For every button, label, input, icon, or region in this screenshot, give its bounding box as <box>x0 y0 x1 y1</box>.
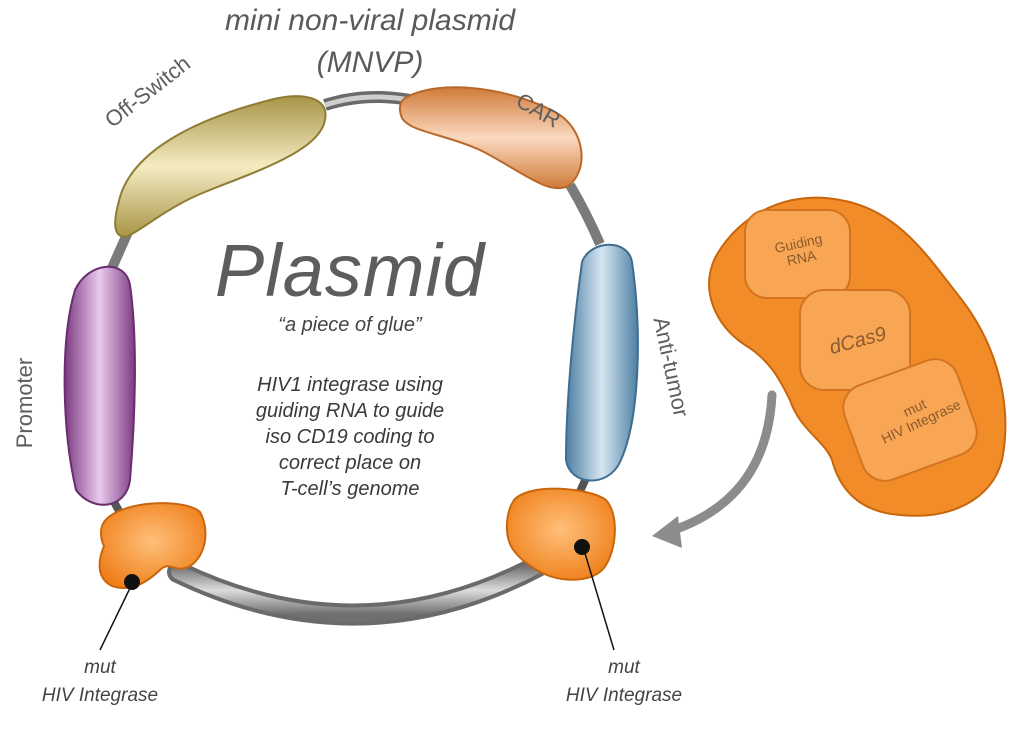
guiding-rna-domain <box>744 209 851 299</box>
left-integrase-pointer <box>99 583 133 651</box>
mut-integrase-domain <box>842 358 978 482</box>
backbone-car-anti <box>565 182 605 247</box>
description-line: T-cell’s genome <box>280 478 420 500</box>
left-integrase-text: HIV Integrase <box>41 685 159 706</box>
car-segment <box>398 86 583 190</box>
left-mut-text: mut <box>84 657 116 678</box>
right-integrase-pointer <box>583 549 615 651</box>
header-line2: (MNVP) <box>316 46 424 79</box>
plasmid-title: Plasmid <box>214 229 486 312</box>
arrow-head <box>652 516 682 548</box>
anti-tumor-segment <box>564 243 639 482</box>
backbone-bottom-inner <box>171 559 545 622</box>
plasmid-description: HIV1 integrase using guiding RNA to guid… <box>190 372 510 502</box>
right-integrase-dot <box>574 539 590 555</box>
right-mut-text: mut <box>608 657 640 678</box>
backbone-top-inner <box>324 94 411 108</box>
plasmid-subtitle: “a piece of glue” <box>278 314 422 336</box>
left-integrase-block <box>98 502 207 589</box>
backbone-off-promoter <box>107 229 133 271</box>
promoter-label: Promoter <box>12 357 38 449</box>
promoter-segment <box>63 265 136 506</box>
left-integrase-dot <box>124 574 140 590</box>
description-line: correct place on <box>278 452 422 474</box>
left-integrase-label: mut HIV Integrase <box>20 654 180 710</box>
description-line: HIV1 integrase using <box>257 374 443 396</box>
arrow-curve <box>663 390 777 537</box>
right-integrase-label: mut HIV Integrase <box>544 654 704 710</box>
description-line: iso CD19 coding to <box>265 426 435 448</box>
header-line1: mini non-viral plasmid <box>224 4 516 37</box>
right-integrase-block <box>506 487 616 581</box>
description-line: guiding RNA to guide <box>255 400 445 422</box>
off-switch-segment <box>114 95 327 238</box>
right-integrase-text: HIV Integrase <box>565 685 683 706</box>
